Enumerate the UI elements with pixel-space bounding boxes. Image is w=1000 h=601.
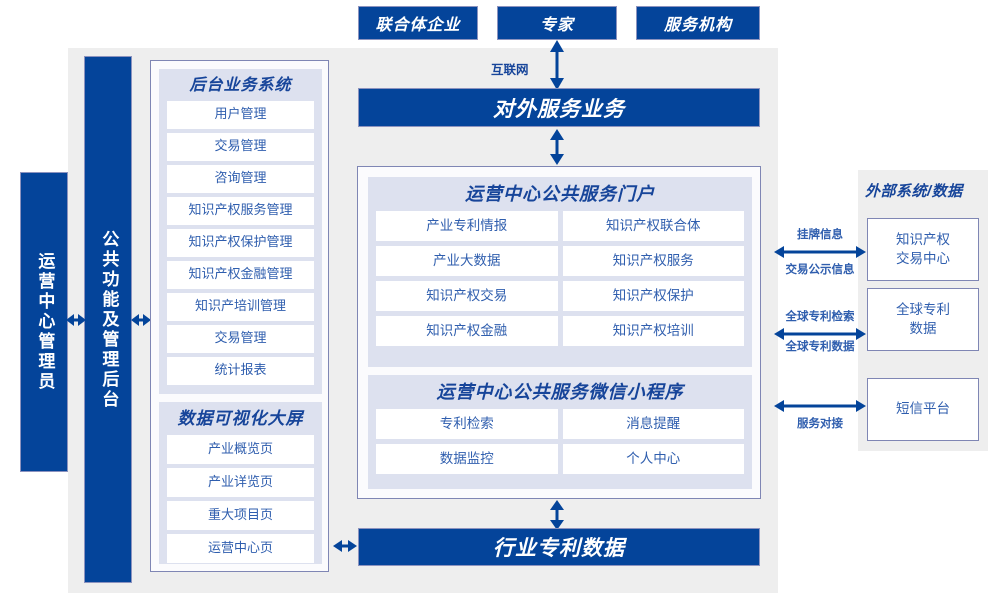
- miniprogram-item-grid: 专利检索 消息提醒 数据监控 个人中心: [376, 408, 744, 474]
- arrow-portal-to-industry-data: [546, 500, 568, 530]
- list-item[interactable]: 数据监控: [376, 443, 558, 474]
- external-box-sms-platform[interactable]: 短信平台: [867, 378, 979, 441]
- public-service-card: 运营中心公共服务门户 产业专利情报 知识产权联合体 产业大数据 知识产权服务 知…: [357, 166, 761, 499]
- wechat-miniprogram-group: 运营中心公共服务微信小程序 专利检索 消息提醒 数据监控 个人中心: [368, 375, 752, 489]
- list-item[interactable]: 知识产权培训: [562, 315, 744, 346]
- group-title-portal: 运营中心公共服务门户: [465, 184, 655, 204]
- arrow-internet: [546, 40, 568, 90]
- list-item[interactable]: 个人中心: [562, 443, 744, 474]
- vbar-label: 公共功能及管理后台: [99, 229, 119, 410]
- arrow-sms-platform: [774, 396, 866, 416]
- list-item[interactable]: 重大项目页: [167, 500, 314, 530]
- bar-label: 对外服务业务: [493, 97, 625, 121]
- list-item[interactable]: 咨询管理: [167, 164, 314, 193]
- arrow-label-global-patent-search: 全球专利检索: [785, 311, 855, 323]
- arrow-service-to-portal: [546, 129, 568, 165]
- actor-label: 服务机构: [663, 17, 732, 34]
- external-box-label: 知识产权 交易中心: [896, 232, 950, 266]
- external-box-global-patent-data[interactable]: 全球专利 数据: [867, 288, 979, 351]
- list-item[interactable]: 产业详览页: [167, 467, 314, 497]
- bar-label: 行业专利数据: [493, 537, 625, 560]
- list-item[interactable]: 知识产权保护管理: [167, 228, 314, 257]
- list-item[interactable]: 统计报表: [167, 356, 314, 385]
- public-service-portal-group: 运营中心公共服务门户 产业专利情报 知识产权联合体 产业大数据 知识产权服务 知…: [368, 177, 752, 367]
- data-visualization-group: 数据可视化大屏 产业概览页 产业详览页 重大项目页 运营中心页: [159, 402, 322, 564]
- external-systems-title: 外部系统/数据: [865, 183, 963, 200]
- list-item[interactable]: 运营中心页: [167, 533, 314, 563]
- group-title-miniprogram: 运营中心公共服务微信小程序: [436, 382, 684, 402]
- external-box-label: 全球专利 数据: [896, 302, 950, 336]
- portal-item-grid: 产业专利情报 知识产权联合体 产业大数据 知识产权服务 知识产权交易 知识产权保…: [376, 210, 744, 346]
- actor-label: 专家: [539, 17, 574, 34]
- backend-modules-card: 后台业务系统 用户管理 交易管理 咨询管理 知识产权服务管理 知识产权保护管理 …: [150, 60, 329, 572]
- arrow-ip-trading-center: [774, 242, 866, 262]
- list-item[interactable]: 知识产权交易: [376, 280, 558, 311]
- internet-label: 互联网: [491, 63, 529, 77]
- arrow-backend-to-modules: [131, 310, 151, 330]
- arrow-label-service-docking: 服务对接: [797, 418, 843, 430]
- list-item[interactable]: 知识产培训管理: [167, 292, 314, 321]
- list-item[interactable]: 知识产权金融管理: [167, 260, 314, 289]
- actor-box-union-enterprise: 联合体企业: [358, 6, 478, 40]
- arrow-modules-to-industry-data: [333, 536, 357, 556]
- external-box-label: 短信平台: [896, 401, 950, 417]
- list-item[interactable]: 用户管理: [167, 100, 314, 129]
- arrow-label-listing-info: 挂牌信息: [797, 229, 843, 241]
- list-item[interactable]: 知识产权金融: [376, 315, 558, 346]
- list-item[interactable]: 知识产权服务管理: [167, 196, 314, 225]
- list-item[interactable]: 交易管理: [167, 132, 314, 161]
- actor-label: 联合体企业: [375, 17, 461, 34]
- actor-box-expert: 专家: [497, 6, 617, 40]
- vertical-bar-common-function-backend: 公共功能及管理后台: [84, 56, 132, 583]
- vertical-bar-operations-admin: 运营中心管理员: [20, 172, 68, 472]
- list-item[interactable]: 消息提醒: [562, 408, 744, 439]
- list-item[interactable]: 知识产权联合体: [562, 210, 744, 241]
- group-title-data-visualization: 数据可视化大屏: [177, 409, 304, 428]
- list-item[interactable]: 专利检索: [376, 408, 558, 439]
- vbar-label: 运营中心管理员: [35, 252, 55, 392]
- list-item[interactable]: 产业大数据: [376, 245, 558, 276]
- arrow-global-patent-data: [774, 324, 866, 344]
- arrow-label-trade-public-info: 交易公示信息: [785, 264, 855, 276]
- arrow-label-global-patent-data: 全球专利数据: [785, 341, 855, 353]
- arrow-admin-to-backend: [66, 310, 86, 330]
- list-item[interactable]: 交易管理: [167, 324, 314, 353]
- list-item[interactable]: 知识产权保护: [562, 280, 744, 311]
- list-item[interactable]: 知识产权服务: [562, 245, 744, 276]
- backend-business-system-group: 后台业务系统 用户管理 交易管理 咨询管理 知识产权服务管理 知识产权保护管理 …: [159, 69, 322, 394]
- list-item[interactable]: 产业专利情报: [376, 210, 558, 241]
- actor-box-service-org: 服务机构: [636, 6, 760, 40]
- external-box-ip-trading-center[interactable]: 知识产权 交易中心: [867, 218, 979, 281]
- list-item[interactable]: 产业概览页: [167, 434, 314, 464]
- external-service-business-bar: 对外服务业务: [358, 88, 760, 127]
- industry-patent-data-bar: 行业专利数据: [358, 528, 760, 566]
- group-title-backend-system: 后台业务系统: [189, 77, 292, 94]
